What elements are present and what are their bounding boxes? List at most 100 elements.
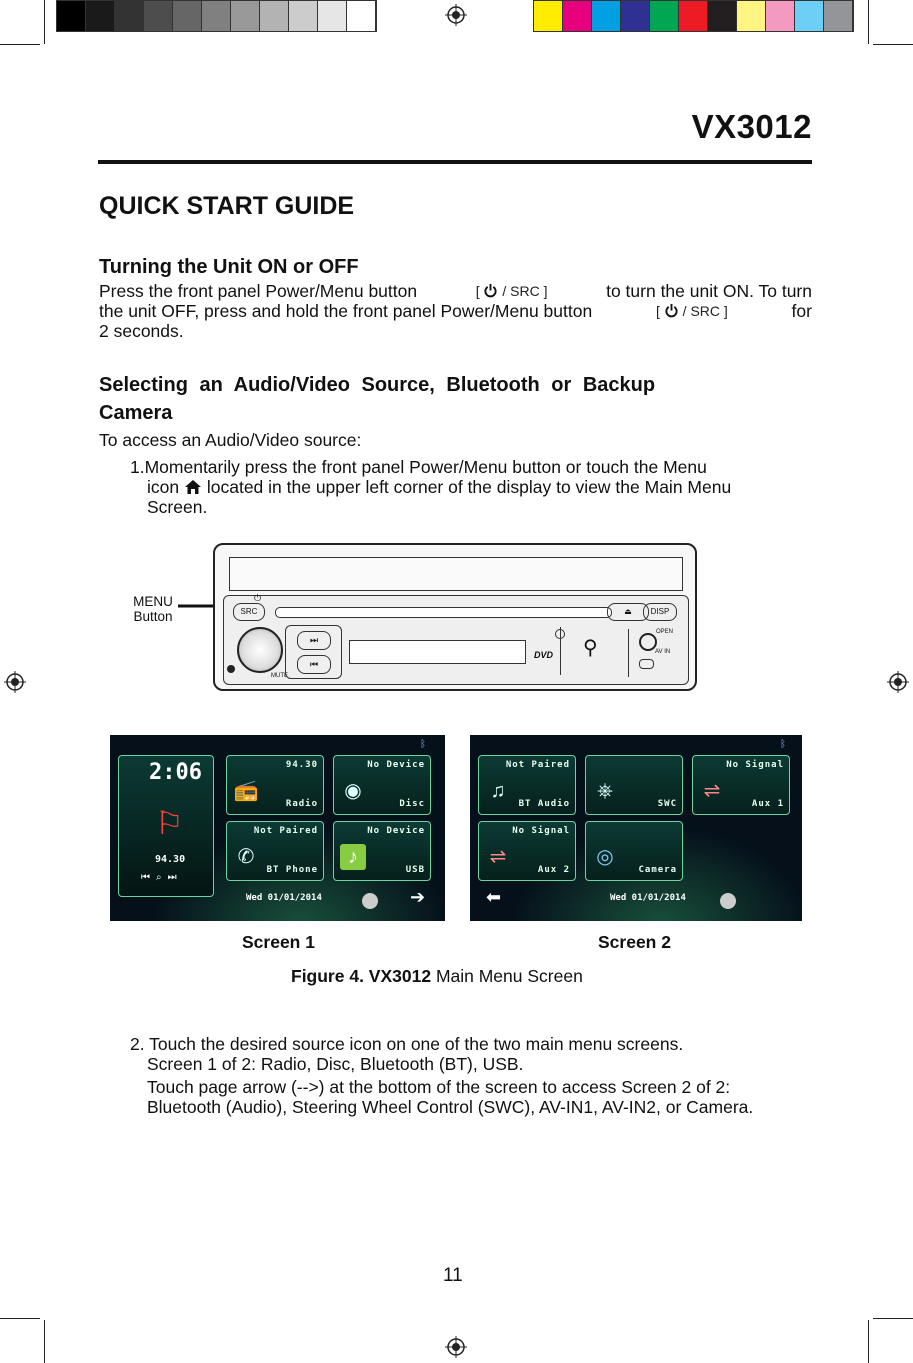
grayscale-color-bar [56,0,377,32]
av-cable-icon: ⇌ [703,780,721,802]
home-icon [184,480,201,494]
tile-label: Aux 2 [537,865,570,875]
head-unit-faceplate: SRC ⏻ MUTE ⏭ ⏮ DVD ⚲ ⏏ DISP OPEN AV IN [213,543,697,691]
power-button-ref: [ / SRC ] [655,303,728,319]
power-line-1-a: Press the front panel Power/Menu button [99,281,418,301]
tile-camera[interactable]: ◎ Camera [585,821,683,881]
disp-button[interactable]: DISP [643,603,677,621]
tile-swc[interactable]: ⎈ SWC [585,755,683,815]
menu-button-callout: MENU Button [127,594,179,624]
tile-aux-2[interactable]: No Signal ⇌ Aux 2 [478,821,576,881]
screen-slot [229,557,683,591]
bluetooth-icon: ᛒ [780,739,786,750]
step2-line-2: Screen 1 of 2: Radio, Disc, Bluetooth (B… [147,1054,524,1074]
menu-callout-line-1: MENU [133,594,173,609]
tile-status: No Signal [726,760,784,770]
usb-icon: ⚲ [583,637,598,659]
music-note-icon: ♫ [490,780,506,802]
power-button-ref: [ / SRC ] [475,283,548,299]
volume-knob[interactable] [237,627,283,673]
home-button-icon[interactable] [362,893,378,909]
tile-label: USB [405,865,425,875]
reset-hole [227,665,235,673]
src-label: SRC [510,283,540,299]
step1-line-3: Screen. [147,497,208,517]
clock-radio-widget[interactable]: 2:06 ⚐ 94.30 ⏮⌕⏭ [118,755,214,897]
power-icon [665,303,678,318]
eject-button[interactable]: ⏏ [607,603,649,621]
tile-label: Radio [285,799,318,809]
tile-disc[interactable]: No Device ◉ Disc [333,755,431,815]
step2-line-1: 2. Touch the desired source icon on one … [130,1034,684,1054]
next-track-button[interactable]: ⏭ [297,631,331,650]
tile-bt-audio[interactable]: Not Paired ♫ BT Audio [478,755,576,815]
tile-label: SWC [657,799,677,809]
usb-port-area [560,627,621,675]
tile-label: Disc [399,799,425,809]
src-label: SRC [690,303,720,319]
registration-mark-icon [887,671,909,693]
open-button[interactable] [639,633,657,651]
process-color-bar [533,0,854,32]
tile-label: BT Audio [518,799,570,809]
crop-mark [44,1320,45,1363]
tile-status: Not Paired [505,760,570,770]
power-line-1-b: to turn the unit ON. To turn [606,281,812,301]
registration-mark-icon [445,1336,467,1358]
step1-icon-pre: icon [147,477,180,497]
date-display: Wed 01/01/2014 [610,893,686,903]
step1-line-1: 1.Momentarily press the front panel Powe… [130,457,707,477]
crop-mark [873,1318,913,1319]
tile-radio[interactable]: 94.30 📻 Radio [226,755,324,815]
lcd-display [349,640,526,664]
header-rule [98,160,812,164]
registration-mark-icon [445,4,467,26]
tile-label: BT Phone [266,865,318,875]
figure-caption-text: Main Menu Screen [431,966,583,986]
tile-bt-phone[interactable]: Not Paired ✆ BT Phone [226,821,324,881]
av-in-label: AV IN [655,649,671,655]
tile-usb[interactable]: No Device ♪ USB [333,821,431,881]
music-icon: ♪ [340,844,366,870]
src-button[interactable]: SRC [233,603,265,621]
crop-mark [0,44,40,45]
disc-slot [275,607,612,618]
av-in-jack[interactable] [639,659,654,669]
home-button-icon[interactable] [720,893,736,909]
phone-icon: ✆ [237,846,255,868]
tile-label: Aux 1 [751,799,784,809]
main-menu-screen-1: 2:06 ⚐ 94.30 ⏮⌕⏭ 94.30 📻 Radio No Device… [110,735,445,921]
clock: 2:06 [149,760,202,785]
power-line-2: the unit OFF, press and hold the front p… [99,301,812,321]
steering-wheel-icon: ⎈ [597,780,613,802]
power-symbol-icon: ⏻ [254,593,262,603]
previous-track-button[interactable]: ⏮ [297,655,331,674]
section-title: QUICK START GUIDE [99,192,355,220]
next-page-arrow-icon[interactable]: ➔ [410,887,426,907]
tile-label: Camera [638,865,677,875]
screen-1-caption: Screen 1 [242,932,315,952]
page-number: 11 [443,1265,463,1286]
model-number: VX3012 [691,108,812,145]
av-cable-icon: ⇌ [489,846,507,868]
tile-aux-1[interactable]: No Signal ⇌ Aux 1 [692,755,790,815]
tile-status: 94.30 [285,760,318,770]
power-line-1: Press the front panel Power/Menu button … [99,281,812,301]
tile-status: No Device [367,826,425,836]
mute-label: MUTE [271,673,288,679]
figure-caption: Figure 4. VX3012 Main Menu Screen [291,966,583,987]
power-line-2-a: the unit OFF, press and hold the front p… [99,301,593,321]
current-frequency: 94.30 [155,854,186,865]
power-paragraph: Press the front panel Power/Menu button … [99,281,812,341]
step1-line-2: icon located in the upper left corner of… [147,477,812,497]
tile-status: No Device [367,760,425,770]
screen-2-caption: Screen 2 [598,932,671,952]
open-label: OPEN [656,629,674,635]
crop-mark [0,1318,40,1319]
date-display: Wed 01/01/2014 [246,893,322,903]
crop-mark [868,1320,869,1363]
figure-caption-label: Figure 4. VX3012 [291,966,432,986]
source-heading-line-1: Selecting an Audio/Video Source, Bluetoo… [99,374,656,396]
previous-page-arrow-icon[interactable]: ⬅ [486,887,502,907]
step1-icon-post: located in the upper left corner of the … [206,477,732,497]
